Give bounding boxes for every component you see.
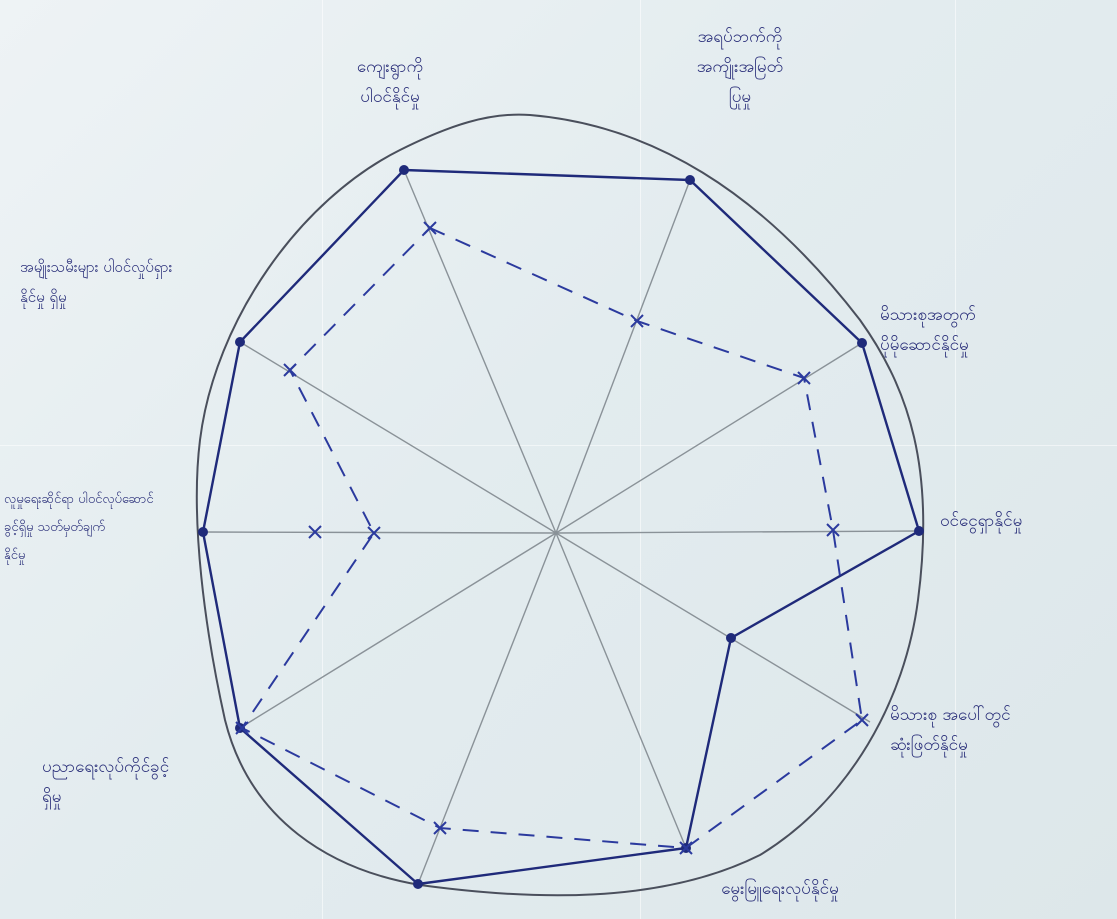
label-bottom: မွေးမြူရေးလုပ်နိုင်မှု — [680, 874, 880, 904]
label-right-upper: မိသားစုအတွက် ပိုမိုဆောင်နိုင်မှု — [880, 300, 1100, 360]
label-upper-left: အမျိုးသမီးများ ပါဝင်လှုပ်ရှား နိုင်မှု ရ… — [20, 252, 260, 312]
spoke-line — [240, 533, 556, 728]
spoke-line — [203, 532, 556, 533]
spoke-line — [556, 533, 870, 722]
vertex-dot — [914, 526, 924, 536]
vertex-dot — [685, 175, 695, 185]
vertex-dot — [235, 723, 245, 733]
label-right: ဝင်ငွေရှာနိုင်မှု — [940, 506, 1110, 536]
vertex-dot — [399, 165, 409, 175]
spoke-line — [556, 531, 919, 533]
label-line: မိသားစုအတွက် — [880, 300, 1100, 330]
label-line: နိုင်မှု ရှိမှု — [20, 282, 260, 312]
label-line: နိုင်မှု — [4, 542, 200, 570]
label-bottom-left: ပညာရေးလုပ်ကိုင်ခွင့် ရှိမှု — [42, 752, 242, 812]
label-top-right: အရပ်ဘက်ကို အကျိုးအမြတ် ပြုမှု — [680, 22, 800, 112]
vertex-dot — [857, 338, 867, 348]
label-line: ရှိမှု — [42, 782, 242, 812]
label-line: မွေးမြူရေးလုပ်နိုင်မှု — [680, 874, 880, 904]
label-line: ခွင့်ရှိမှု သတ်မှတ်ချက် — [4, 514, 200, 542]
vertex-dot — [235, 337, 245, 347]
label-top-left: ကျေးရွာကို ပါဝင်နိုင်မှု — [300, 52, 480, 112]
spoke-line — [556, 180, 690, 533]
outer-circle — [197, 115, 923, 896]
spoke-line — [556, 533, 686, 848]
spoke-line — [556, 343, 862, 533]
label-line: အရပ်ဘက်ကို — [680, 22, 800, 52]
label-right-lower: မိသားစု အပေါ်တွင် ဆုံးဖြတ်နိုင်မှု — [890, 700, 1110, 760]
label-line: ပညာရေးလုပ်ကိုင်ခွင့် — [42, 752, 242, 782]
label-line: ပြုမှု — [680, 82, 800, 112]
label-line: ပါဝင်နိုင်မှု — [300, 82, 480, 112]
label-line: အကျိုးအမြတ် — [680, 52, 800, 82]
solid-vertices — [198, 165, 924, 889]
label-line: ကျေးရွာကို — [300, 52, 480, 82]
label-line: ဝင်ငွေရှာနိုင်မှု — [940, 506, 1110, 536]
dashed-polygon — [242, 228, 862, 848]
label-line: အမျိုးသမီးများ ပါဝင်လှုပ်ရှား — [20, 252, 260, 282]
vertex-dot — [413, 879, 423, 889]
label-left: လူမှုရေးဆိုင်ရာ ပါဝင်လုပ်ဆောင် ခွင့်ရှိမ… — [4, 486, 200, 570]
spoke-line — [240, 342, 556, 533]
label-line: ပိုမိုဆောင်နိုင်မှု — [880, 330, 1100, 360]
spoke-line — [418, 533, 556, 884]
label-line: လူမှုရေးဆိုင်ရာ ပါဝင်လုပ်ဆောင် — [4, 486, 200, 514]
label-line: မိသားစု အပေါ်တွင် — [890, 700, 1110, 730]
dashed-vertices — [236, 222, 868, 854]
x-mark — [631, 315, 643, 327]
label-line: ဆုံးဖြတ်နိုင်မှု — [890, 730, 1110, 760]
vertex-dot — [726, 633, 736, 643]
